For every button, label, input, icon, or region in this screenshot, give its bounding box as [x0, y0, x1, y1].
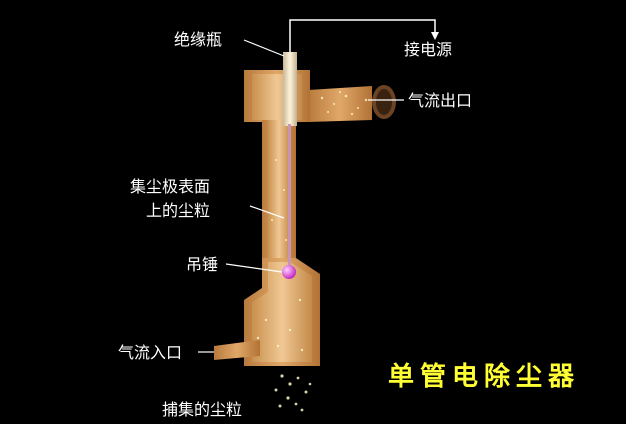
outlet-label: 气流出口	[408, 91, 473, 110]
collector-surface-label-line2: 上的尘粒	[146, 201, 211, 220]
captured-dust-label: 捕集的尘粒	[162, 400, 243, 419]
insulator	[283, 52, 297, 126]
inlet-pipe	[214, 340, 260, 360]
collector-surface-label-line1: 集尘极表面	[130, 177, 211, 196]
upper-housing	[244, 70, 310, 122]
weight-ball	[282, 265, 296, 279]
outlet-pipe	[308, 85, 396, 122]
leader-lines	[198, 39, 404, 353]
inlet-label: 气流入口	[118, 343, 183, 362]
power-label: 接电源	[404, 40, 453, 59]
power-arrow	[431, 32, 439, 40]
weight-label: 吊锤	[186, 255, 219, 274]
discharge-electrode	[288, 124, 291, 270]
dust-particles	[256, 91, 368, 412]
lower-chamber	[244, 258, 320, 366]
insulator-label: 绝缘瓶	[174, 30, 223, 49]
power-wire	[289, 19, 436, 52]
diagram-title: 单管电除尘器	[388, 362, 581, 392]
